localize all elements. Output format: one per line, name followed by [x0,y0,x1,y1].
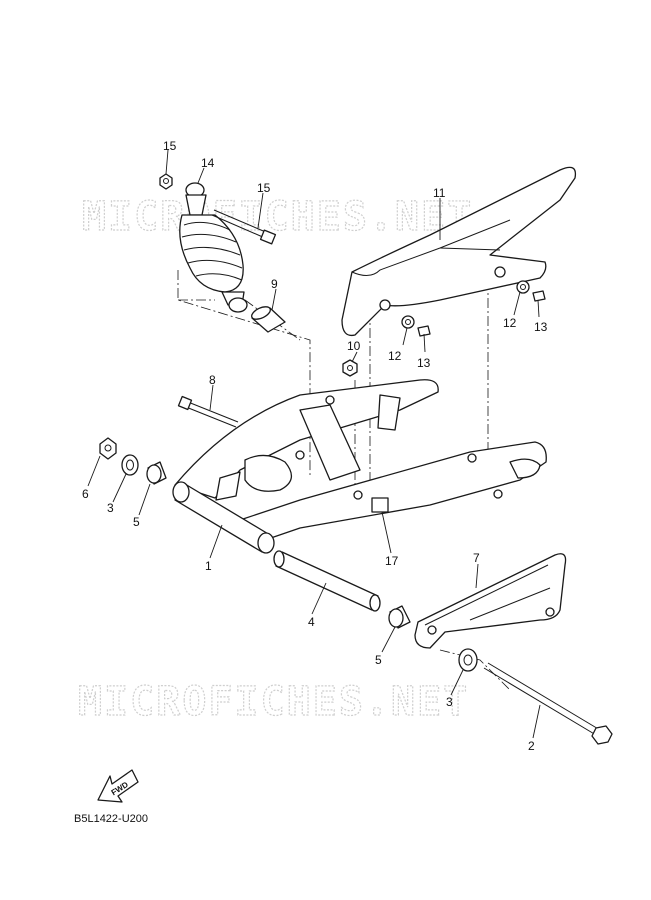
callout-1: 1 [205,559,212,573]
bolt-8 [177,395,239,428]
pivot-shaft [273,550,381,612]
nut-16 [159,173,173,190]
forward-arrow-icon: FWD [97,769,139,803]
collar-12-a [401,315,415,329]
collar-12-b [516,280,530,294]
callout-7: 7 [473,551,480,565]
rear-arm [172,379,547,554]
diagram-code: B5L1422-U200 [74,813,148,825]
callout-6: 6 [82,487,89,501]
callout-11: 11 [433,186,446,200]
washer-3-right [458,648,478,672]
callout-13-a: 13 [417,356,431,370]
bolt-13-a [417,325,431,337]
bushing-5-right [388,605,411,629]
callout-5-right: 5 [375,653,382,667]
callout-5-left: 5 [133,515,140,529]
nut-10 [342,359,358,377]
callout-3-left: 3 [107,501,114,515]
callout-15: 15 [257,181,271,195]
callout-17: 17 [385,554,399,568]
callout-13-b: 13 [534,320,548,334]
callout-9: 9 [271,277,278,291]
callouts: 15 14 15 11 9 10 12 13 12 13 8 6 3 5 1 4… [82,139,548,753]
bolt-15 [211,209,277,245]
callout-10: 10 [347,339,361,353]
watermark-bottom: MICROFICHES.NET [78,679,469,725]
label-17 [371,497,389,513]
chain-case [341,166,577,337]
leader-lines [87,149,541,739]
watermark-top: MICROFICHES.NET [82,194,473,240]
bushing-5-left [146,461,167,485]
callout-4: 4 [308,615,315,629]
collar-9 [251,306,286,333]
rear-shock-absorber [179,182,248,313]
callout-14: 14 [201,156,215,170]
callout-3-right: 3 [446,695,453,709]
callout-16: 15 [163,139,177,153]
bolt-13-b [532,290,546,302]
callout-12-a: 12 [388,349,402,363]
callout-2: 2 [528,739,535,753]
callout-12-b: 12 [503,316,517,330]
chain-protector [414,553,567,649]
callout-8: 8 [209,373,216,387]
pivot-bolt-2 [483,662,613,745]
washer-3-left [121,454,139,476]
nut-6 [99,437,117,460]
